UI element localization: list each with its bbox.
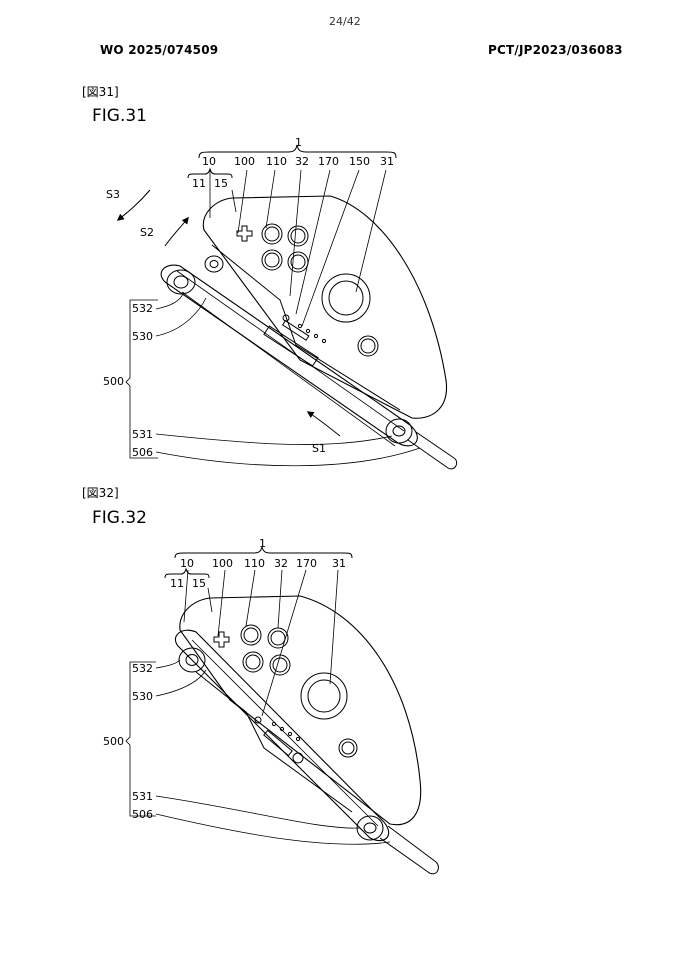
fig32-ref-110: 110 (244, 557, 265, 570)
figure-31-drawing (116, 144, 458, 470)
fig32-ref-506: 506 (132, 808, 153, 821)
fig31-ref-10: 10 (202, 155, 216, 168)
fig31-ref-32: 32 (295, 155, 309, 168)
fig32-ref-500: 500 (103, 735, 124, 748)
publication-number: WO 2025/074509 (100, 43, 219, 57)
fig31-ref-100: 100 (234, 155, 255, 168)
fig31-ref-15: 15 (214, 177, 228, 190)
fig32-ref-100: 100 (212, 557, 233, 570)
fig31-ref-s1: S1 (312, 442, 326, 455)
fig32-ref-1: 1 (259, 537, 266, 550)
fig32-ref-170: 170 (296, 557, 317, 570)
figure-32-label: FIG.32 (92, 508, 148, 528)
fig31-ref-532: 532 (132, 302, 153, 315)
fig31-ref-110: 110 (266, 155, 287, 168)
figure-32-drawing (125, 546, 439, 875)
fig32-ref-532: 532 (132, 662, 153, 675)
fig32-ref-11: 11 (170, 577, 184, 590)
figure-31-label: FIG.31 (92, 106, 148, 126)
fig31-ref-31: 31 (380, 155, 394, 168)
fig31-ref-11: 11 (192, 177, 206, 190)
application-number: PCT/JP2023/036083 (488, 43, 623, 57)
fig32-ref-32: 32 (274, 557, 288, 570)
fig32-ref-10: 10 (180, 557, 194, 570)
fig31-ref-500: 500 (103, 375, 124, 388)
figure-31-tag: [図31] (82, 85, 119, 99)
fig32-ref-531: 531 (132, 790, 153, 803)
fig31-ref-s3: S3 (106, 188, 120, 201)
fig32-ref-15: 15 (192, 577, 206, 590)
fig32-ref-530: 530 (132, 690, 153, 703)
fig31-ref-1: 1 (295, 136, 302, 149)
fig31-ref-531: 531 (132, 428, 153, 441)
page-number: 24/42 (329, 15, 361, 28)
fig31-ref-170: 170 (318, 155, 339, 168)
fig31-ref-150: 150 (349, 155, 370, 168)
figure-32-tag: [図32] (82, 486, 119, 500)
fig31-ref-530: 530 (132, 330, 153, 343)
fig31-ref-506: 506 (132, 446, 153, 459)
fig32-ref-31: 31 (332, 557, 346, 570)
fig31-ref-s2: S2 (140, 226, 154, 239)
